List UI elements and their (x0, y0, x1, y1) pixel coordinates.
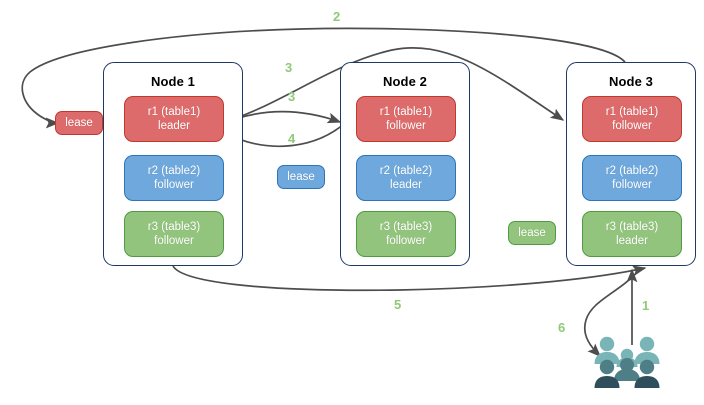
replica-name: r2 (table2) (379, 165, 433, 177)
replica-role: leader (390, 179, 422, 191)
replica-name: r2 (table2) (147, 165, 201, 177)
replica-name: r1 (table1) (605, 106, 659, 118)
replica-role: follower (612, 120, 652, 132)
lease-box-middle[interactable]: lease (277, 165, 325, 189)
node-box-node-2[interactable]: Node 2 r1 (table1) follower r2 (table2) … (340, 62, 470, 266)
step-label-1: 1 (642, 298, 650, 313)
edge-4-node2-to-node1 (224, 123, 345, 148)
node-box-node-3[interactable]: Node 3 r1 (table1) follower r2 (table2) … (566, 62, 696, 266)
lease-label: lease (518, 227, 546, 239)
lease-box-right[interactable]: lease (508, 221, 556, 245)
node-title-node-1: Node 1 (151, 74, 195, 89)
replica-node-1-r1[interactable]: r1 (table1) leader (124, 96, 224, 142)
replica-role: leader (158, 120, 190, 132)
step-label-3-lower: 3 (288, 89, 296, 104)
replica-name: r3 (table3) (605, 221, 659, 233)
replica-name: r1 (table1) (147, 106, 201, 118)
lease-label: lease (287, 171, 315, 183)
step-label-4: 4 (288, 131, 296, 146)
replica-name: r1 (table1) (379, 106, 433, 118)
replica-node-2-r2[interactable]: r2 (table2) leader (356, 155, 456, 201)
replica-node-3-r2[interactable]: r2 (table2) follower (582, 155, 682, 201)
replica-name: r3 (table3) (147, 221, 201, 233)
replica-role: follower (154, 235, 194, 247)
edge-5-node1-to-node3 (172, 265, 647, 292)
replica-role: leader (616, 235, 648, 247)
replica-role: follower (386, 235, 426, 247)
replica-node-2-r1[interactable]: r1 (table1) follower (356, 96, 456, 142)
replica-role: follower (386, 120, 426, 132)
node-box-node-1[interactable]: Node 1 r1 (table1) leader r2 (table2) fo… (103, 62, 243, 266)
step-label-3-upper: 3 (285, 60, 293, 75)
lease-label: lease (65, 117, 93, 129)
step-label-5: 5 (394, 297, 402, 312)
replica-role: follower (154, 179, 194, 191)
replica-node-1-r3[interactable]: r3 (table3) follower (124, 211, 224, 257)
replica-node-2-r3[interactable]: r3 (table3) follower (356, 211, 456, 257)
users-group-icon (594, 336, 660, 388)
replica-node-3-r3[interactable]: r3 (table3) leader (582, 211, 682, 257)
node-title-node-2: Node 2 (383, 74, 427, 89)
replica-node-1-r2[interactable]: r2 (table2) follower (124, 155, 224, 201)
lease-box-left[interactable]: lease (55, 111, 103, 135)
step-label-2: 2 (333, 9, 341, 24)
step-label-6: 6 (558, 320, 566, 335)
replica-role: follower (612, 179, 652, 191)
node-title-node-3: Node 3 (609, 74, 653, 89)
replica-name: r2 (table2) (605, 165, 659, 177)
replica-name: r3 (table3) (379, 221, 433, 233)
replica-node-3-r1[interactable]: r1 (table1) follower (582, 96, 682, 142)
